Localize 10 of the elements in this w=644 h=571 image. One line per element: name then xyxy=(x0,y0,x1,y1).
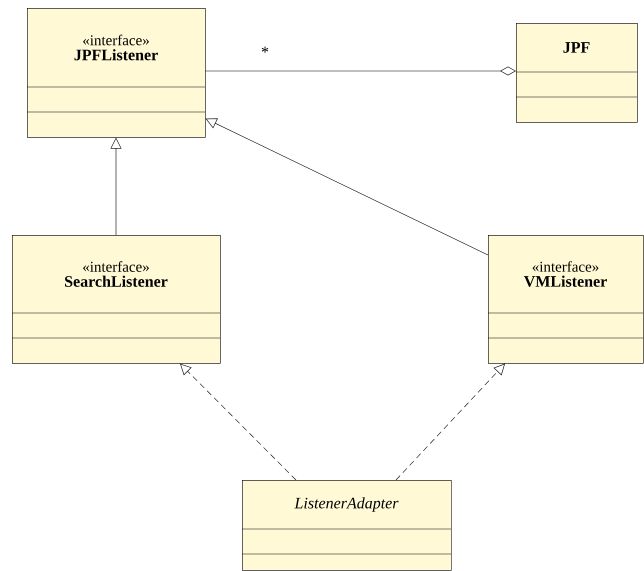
class-box: «interface» SearchListener xyxy=(12,235,221,364)
generalization-arrow xyxy=(206,118,488,256)
class-box: JPF xyxy=(516,23,638,123)
class-box: ListenerAdapter xyxy=(242,480,452,571)
class-box: «interface» JPFListener xyxy=(26,8,206,138)
association-line xyxy=(205,66,516,76)
multiplicity-label: * xyxy=(260,46,270,58)
class-box: «interface» VMListener xyxy=(488,235,644,364)
realization-arrow xyxy=(180,364,296,480)
realization-arrow xyxy=(396,364,505,480)
